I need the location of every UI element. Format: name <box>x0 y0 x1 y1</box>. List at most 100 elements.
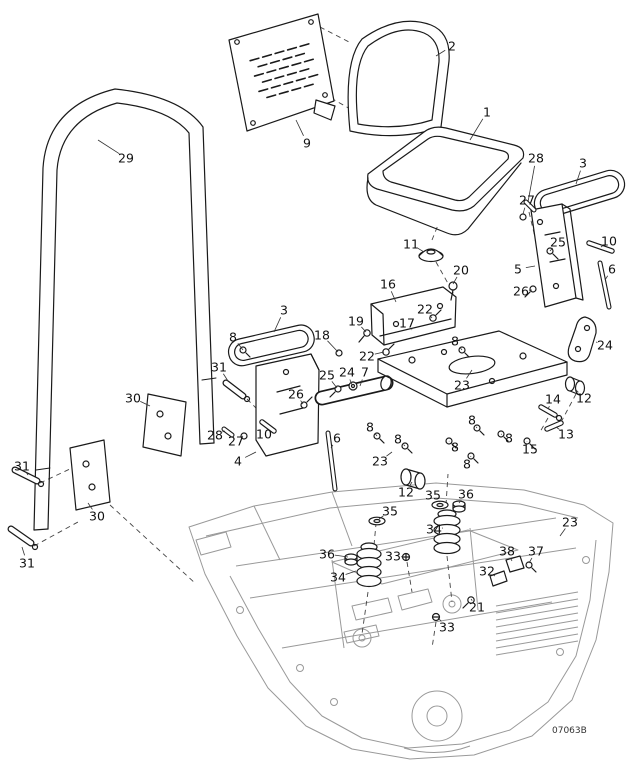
callout-4: 4 <box>234 454 242 469</box>
callout-leader-8 <box>403 444 406 447</box>
callout-23: 23 <box>562 515 578 530</box>
callout-23: 23 <box>454 378 470 393</box>
callout-leader-29 <box>97 139 120 155</box>
bolt-28-right <box>523 199 537 213</box>
callout-8: 8 <box>394 432 402 447</box>
spring-34-right <box>433 509 461 555</box>
callout-leader-8 <box>374 433 378 437</box>
callout-25: 25 <box>550 235 566 250</box>
pin-14 <box>538 404 563 422</box>
callout-leader-25 <box>549 247 553 252</box>
callout-leader-31 <box>21 546 25 556</box>
pin-13 <box>544 420 564 432</box>
callout-1: 1 <box>483 105 491 120</box>
strip-6-left <box>325 430 338 492</box>
callout-21: 21 <box>469 600 485 615</box>
rops-mount-bracket-right <box>142 393 187 457</box>
washer-27-left <box>240 432 248 440</box>
strip-6-right <box>597 260 612 310</box>
callout-leader-38 <box>510 557 513 562</box>
callout-leader-22 <box>429 315 433 319</box>
bolt-19 <box>358 329 371 343</box>
callout-18: 18 <box>314 328 330 343</box>
callout-leader-8 <box>237 343 244 351</box>
callout-leader-24 <box>349 379 353 386</box>
bracket-38 <box>505 555 525 573</box>
bolt-26-left <box>300 396 313 409</box>
callout-leader-12 <box>409 481 413 486</box>
washer-24-left <box>348 381 358 391</box>
bolt-28-left <box>221 426 235 438</box>
bolt-22b <box>382 343 395 356</box>
callout-leader-23 <box>559 528 566 537</box>
seat-stop-bracket <box>370 286 457 346</box>
callout-28: 28 <box>528 151 544 166</box>
callout-30: 30 <box>89 509 105 524</box>
callout-leader-37 <box>528 557 533 564</box>
roller-12-right <box>564 376 586 396</box>
callout-16: 16 <box>380 277 396 292</box>
callout-15: 15 <box>522 442 538 457</box>
spring-cup-36-right <box>452 500 466 513</box>
callout-leader-36 <box>334 554 349 558</box>
link-strap-right <box>567 316 597 363</box>
callout-leader-7 <box>359 379 363 387</box>
callout-19: 19 <box>348 314 364 329</box>
callout-leader-36 <box>458 500 462 504</box>
callout-leader-27 <box>522 207 526 215</box>
callout-leader-35 <box>378 515 384 520</box>
rops-roll-bar <box>33 88 217 531</box>
chassis-round-opening <box>411 690 463 742</box>
callout-leader-6 <box>330 444 334 449</box>
clevis-pin-left-lower <box>7 525 39 551</box>
callout-6: 6 <box>333 431 341 446</box>
roller-12-center <box>400 468 426 490</box>
bolt-22a <box>429 309 442 322</box>
drawing-number: 07063B <box>552 726 587 736</box>
callout-8: 8 <box>505 431 513 446</box>
callout-leader-35 <box>438 500 441 503</box>
callout-leader-22 <box>374 351 385 355</box>
callout-leader-18 <box>327 340 339 353</box>
seat-backrest <box>347 20 450 137</box>
bolt-37 <box>525 561 537 573</box>
seat-cushion <box>366 126 525 236</box>
callout-leader-28 <box>527 165 535 203</box>
armrest-left <box>227 324 315 367</box>
callout-14: 14 <box>545 392 561 407</box>
rod-10-right <box>586 240 615 254</box>
callout-leader-21 <box>470 598 473 601</box>
callout-38: 38 <box>499 544 515 559</box>
rod-10-left <box>259 419 277 434</box>
clevis-pin-left-upper <box>11 466 45 488</box>
callout-leader-6 <box>604 275 609 281</box>
callout-leader-3 <box>575 170 581 185</box>
callout-27: 27 <box>519 193 535 208</box>
callout-24: 24 <box>339 365 355 380</box>
callout-5: 5 <box>514 262 522 277</box>
callout-leader-23 <box>386 451 393 457</box>
callout-8: 8 <box>366 420 374 435</box>
callout-35: 35 <box>382 504 398 519</box>
callout-leader-34 <box>345 570 357 575</box>
callout-29: 29 <box>118 151 134 166</box>
callout-leader-12 <box>574 388 579 393</box>
seat-pivot-bushing <box>418 248 444 263</box>
callout-8: 8 <box>463 457 471 472</box>
bolt-21 <box>462 596 475 609</box>
callout-36: 36 <box>319 547 335 562</box>
callout-leader-32 <box>493 574 496 577</box>
seat-mounting-plate <box>377 330 568 408</box>
armrest-bracket-right <box>530 203 584 308</box>
callout-leader-28 <box>222 430 226 433</box>
callout-10: 10 <box>256 427 272 442</box>
callout-leader-33 <box>437 617 442 622</box>
callout-28: 28 <box>207 428 223 443</box>
callout-17: 17 <box>399 316 415 331</box>
callout-leader-1 <box>469 118 484 141</box>
callout-leader-14 <box>547 405 550 410</box>
callout-leader-13 <box>555 426 560 430</box>
callout-leader-5 <box>525 265 536 269</box>
callout-leader-9 <box>295 119 304 136</box>
